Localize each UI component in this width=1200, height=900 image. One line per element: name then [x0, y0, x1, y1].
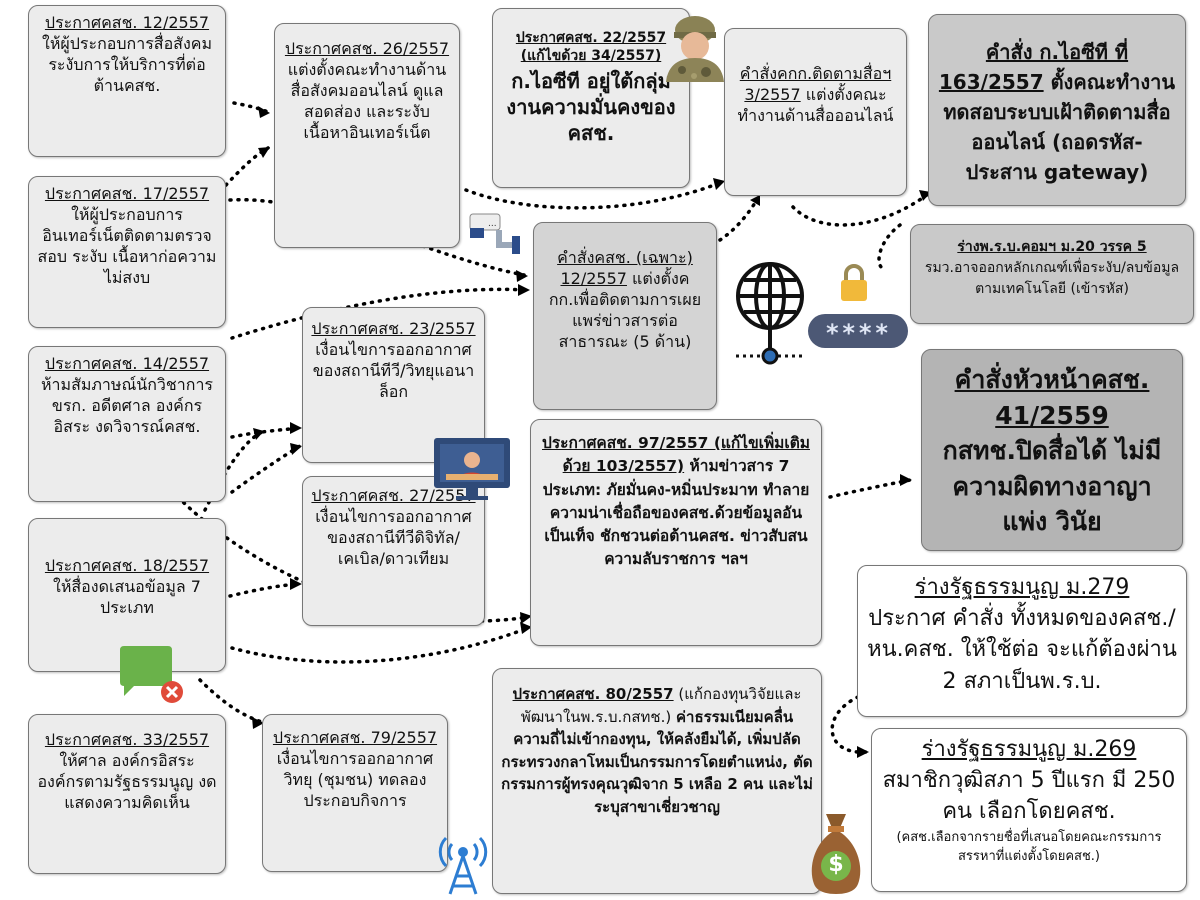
box-text: ให้ศาล องค์กรอิสระ องค์กรตามรัฐธรรมนูญ ง… — [37, 751, 217, 813]
box-text: ค่าธรรมเนียมคลื่นความถี่ไม่เข้ากองทุน, ใ… — [501, 707, 813, 816]
box-announcement-97-2557: ประกาศคสช. 97/2557 (แก้ไขเพิ่มเติมด้วย 1… — [530, 419, 822, 646]
connector-14-to-23 — [230, 426, 302, 439]
box-text: แต่งตั้งคณะทำงานด้านสื่อสังคมออนไลน์ ดูแ… — [287, 60, 447, 143]
svg-text:...: ... — [488, 219, 497, 229]
box-text: ให้ผู้ประกอบการสื่อสังคมระงับการให้บริกา… — [42, 34, 212, 96]
money-bag-shape — [811, 814, 861, 894]
box-announcement-33-2557: ประกาศคสช. 33/2557 ให้ศาล องค์กรอิสระ อง… — [28, 714, 226, 874]
box-title: ประกาศคสช. 80/2557 — [512, 685, 674, 703]
box-text-note: (แก้กองทุนวิจัยและพัฒนาในพ.ร.บ.กสทช.) — [520, 685, 802, 726]
box-text: ก.ไอซีที อยู่ใต้กลุ่มงานความมั่นคงของคสช… — [506, 68, 676, 145]
box-ncpo-head-order-41-2559: คำสั่งหัวหน้าคสช. 41/2559 กสทช.ปิดสื่อได… — [921, 349, 1183, 551]
soldier-icon — [666, 16, 724, 82]
box-text: ประกาศ คำสั่ง ทั้งหมดของคสช./หน.คสช. ให้… — [867, 606, 1177, 694]
box-title: คำสั่ง ก.ไอซีที ที่ 163/2557 — [938, 40, 1129, 94]
box-title: ร่างรัฐธรรมนูญ ม.279 — [914, 575, 1130, 600]
connector-special-to-sub3 — [718, 196, 760, 242]
chat-blocked-icon — [120, 646, 183, 703]
box-title: ประกาศคสช. 22/2557 — [515, 30, 667, 46]
connector-97-to-41 — [828, 478, 912, 499]
box-text: ห้ามข่าวสาร 7 ประเภท: ภัยมั่นคง-หมิ่นประ… — [542, 457, 810, 569]
connector-279-to-269 — [830, 695, 868, 754]
box-committee-order-3-2557: คำสั่งคกก.ติดตามสื่อฯ 3/2557 แต่งตั้งคณะ… — [724, 28, 907, 196]
box-text: เงื่อนไขการออกอากาศของสถานีทีวีดิจิทัล/เ… — [315, 507, 472, 569]
money-bag-icon: $ — [808, 808, 864, 896]
box-announcement-23-2557: ประกาศคสช. 23/2557 เงื่อนไขการออกอากาศขอ… — [302, 307, 485, 463]
box-text: แต่งตั้งคกก.เพื่อติดตามการเผยแพร่ข่าวสาร… — [548, 269, 702, 352]
box-announcement-27-2557: ประกาศคสช. 27/2557 เงื่อนไขการออกอากาศขอ… — [302, 476, 485, 626]
box-title: ประกาศคสช. 18/2557 — [44, 556, 210, 575]
money-symbol: $ — [828, 852, 844, 877]
tv-broadcast-icon — [434, 438, 510, 500]
cctv-camera-icon: ... — [469, 213, 520, 254]
box-title: ประกาศคสช. 17/2557 — [44, 184, 210, 203]
box-announcement-79-2557: ประกาศคสช. 79/2557 เงื่อนไขการออกอากาศวิ… — [262, 714, 448, 872]
box-special-order-12-2557: คำสั่งคสช. (เฉพาะ) 12/2557 แต่งตั้งคกก.เ… — [533, 222, 717, 410]
box-title: คำสั่งหัวหน้าคสช. 41/2559 — [954, 365, 1150, 430]
box-draft-constitution-269: ร่างรัฐธรรมนูญ ม.269 สมาชิกวุฒิสภา 5 ปีแ… — [871, 728, 1187, 892]
box-text: สมาชิกวุฒิสภา 5 ปีแรก มี 250 คน เลือกโดย… — [882, 767, 1176, 824]
connector-sub3-to-ict — [791, 192, 930, 227]
box-title: ร่างพ.ร.บ.คอมฯ ม.20 วรรค 5 — [957, 239, 1147, 255]
box-title: ประกาศคสช. 97/2557 (แก้ไขเพิ่มเติมด้วย 1… — [542, 434, 810, 476]
box-title: ร่างรัฐธรรมนูญ ม.269 — [921, 737, 1137, 762]
padlock-icon — [841, 264, 867, 301]
box-title: ประกาศคสช. 12/2557 — [44, 13, 210, 32]
box-announcement-80-2557: ประกาศคสช. 80/2557 (แก้กองทุนวิจัยและพัฒ… — [492, 668, 822, 894]
globe-network-icon — [736, 262, 804, 365]
box-text: เงื่อนไขการออกอากาศวิทยุ (ชุมชน) ทดลองปร… — [276, 749, 434, 811]
box-text: ให้ผู้ประกอบการอินเทอร์เน็ตติดตามตรวจสอบ… — [37, 205, 217, 288]
box-announcement-12-2557: ประกาศคสช. 12/2557 ให้ผู้ประกอบการสื่อสั… — [28, 5, 226, 157]
box-footnote: (คสช.เลือกจากรายชื่อที่เสนอโดยคณะกรรมการ… — [896, 830, 1162, 864]
box-computer-act-draft: ร่างพ.ร.บ.คอมฯ ม.20 วรรค 5 รมว.อาจออกหลั… — [910, 224, 1194, 324]
radio-tower-icon — [438, 836, 488, 895]
box-draft-constitution-279: ร่างรัฐธรรมนูญ ม.279 ประกาศ คำสั่ง ทั้งห… — [857, 565, 1187, 717]
box-announcement-14-2557: ประกาศคสช. 14/2557 ห้ามสัมภาษณ์นักวิชากา… — [28, 346, 226, 502]
box-title: ประกาศคสช. 23/2557 — [311, 319, 476, 338]
box-announcement-17-2557: ประกาศคสช. 17/2557 ให้ผู้ประกอบการอินเทอ… — [28, 176, 226, 328]
connector-ict-to-comp — [877, 223, 902, 270]
box-title: คำสั่งคสช. (เฉพาะ) 12/2557 — [557, 248, 693, 289]
box-announcement-26-2557: ประกาศคสช. 26/2557 แต่งตั้งคณะทำงานด้านส… — [274, 23, 460, 248]
box-title: ประกาศคสช. 14/2557 — [44, 354, 210, 373]
box-text: แต่งตั้งคณะทำงานด้านสื่อออนไลน์ — [737, 85, 894, 126]
box-text: ตั้งคณะทำงานทดสอบระบบเฝ้าติดตามสื่อออนไล… — [943, 70, 1176, 184]
box-title: คำสั่งคกก.ติดตามสื่อฯ 3/2557 — [739, 64, 892, 105]
connector-18-to-97 — [230, 626, 530, 664]
box-title: ประกาศคสช. 27/2557 — [311, 486, 476, 505]
box-text: รมว.อาจออกหลักเกณฑ์เพื่อระงับ/ลบข้อมูลตา… — [924, 260, 1180, 297]
box-title: ประกาศคสช. 79/2557 — [272, 728, 438, 747]
box-announcement-18-2557: ประกาศคสช. 18/2557 ให้สื่องดเสนอข้อมูล 7… — [28, 518, 226, 672]
connector-14-to-27 — [230, 444, 302, 494]
box-ict-order-163-2557: คำสั่ง ก.ไอซีที ที่ 163/2557 ตั้งคณะทำงา… — [928, 14, 1186, 206]
password-field-icon: **** — [808, 314, 908, 348]
box-subtitle: (แก้ไขด้วย 34/2557) — [520, 48, 662, 65]
box-title: ประกาศคสช. 33/2557 — [44, 730, 210, 749]
box-text: ให้สื่องดเสนอข้อมูล 7 ประเภท — [53, 577, 201, 618]
connector-22-to-sub3 — [464, 180, 724, 210]
box-text: เงื่อนไขการออกอากาศของสถานีทีวี/วิทยุแอน… — [312, 340, 475, 402]
connector-18-to-79 — [198, 678, 264, 724]
box-text: กสทช.ปิดสื่อได้ ไม่มีความผิดทางอาญา แพ่ง… — [942, 436, 1162, 536]
box-text: ห้ามสัมภาษณ์นักวิชาการ ขรก. อดีตศาล องค์… — [40, 375, 214, 437]
box-announcement-22-2557: ประกาศคสช. 22/2557 (แก้ไขด้วย 34/2557) ก… — [492, 8, 690, 188]
box-title: ประกาศคสช. 26/2557 — [284, 39, 450, 58]
connector-18-to-27 — [228, 582, 302, 598]
